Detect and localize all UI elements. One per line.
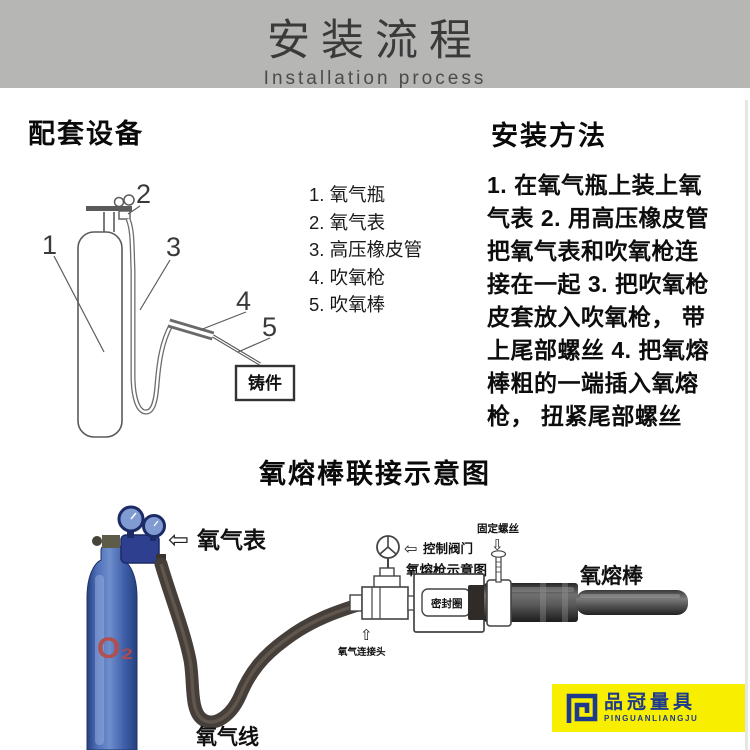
page-title: 安装流程 xyxy=(267,17,483,65)
callout-2: 2 xyxy=(136,179,151,209)
connection-diagram: O₂ ⇦ 氧气表 氧气线 ⇦ 控制阀门 氧熔枪示意图 xyxy=(86,505,688,750)
page-subtitle: Installation process xyxy=(263,68,487,89)
gun-left-fitting xyxy=(361,586,409,620)
oxygen-rod-label: 氧熔棒 xyxy=(580,564,644,588)
fixing-screw-pin xyxy=(495,555,502,583)
oxygen-bottle-outline xyxy=(77,231,123,438)
control-valve-label: 控制阀门 xyxy=(423,541,473,556)
installation-steps: 1. 在氧气瓶上装上氧气表 2. 用高压橡皮管把氧气表和吹氧枪连接在一起 3. … xyxy=(487,172,709,429)
header-banner: 安装流程 Installation process xyxy=(0,0,750,89)
rod-highlight xyxy=(580,594,680,598)
oxygen-rod-thin xyxy=(576,590,688,615)
workpiece-label: 铸件 xyxy=(248,373,282,393)
cylinder-valve xyxy=(102,535,120,548)
gun-inlet-nub xyxy=(349,594,363,612)
oxygen-hose xyxy=(154,557,371,729)
wheel-spoke xyxy=(387,546,397,555)
leader-line xyxy=(139,259,171,311)
gauge-stem xyxy=(127,530,134,538)
gauge-dial-icon xyxy=(113,196,125,208)
brand-name: 品冠量具 xyxy=(604,692,697,713)
oxygen-connector-label: 氧气连接头 xyxy=(337,646,386,658)
fixing-screw-cap xyxy=(490,550,507,558)
regulator-body xyxy=(120,534,160,564)
wheel-spoke xyxy=(379,546,389,555)
rod-butt-collar xyxy=(468,585,485,620)
gauge-dial-icon xyxy=(123,194,135,206)
down-arrow-icon: ⇩ xyxy=(491,537,504,554)
list-item: 2. 氧气表 xyxy=(309,211,386,233)
fixing-clamp xyxy=(486,579,512,627)
connection-diagram-title: 氧熔棒联接示意图 xyxy=(259,459,491,489)
brand-logo: 品冠量具 PINGUANLIANGJU xyxy=(552,684,746,732)
leader-line xyxy=(199,311,247,331)
valve-wheel-icon xyxy=(92,536,102,546)
brand-logo-text: 品冠量具 PINGUANLIANGJU xyxy=(604,693,698,723)
equipment-section-title: 配套设备 xyxy=(28,119,144,149)
blow-gun-core xyxy=(168,321,214,338)
list-item: 1. 氧气瓶 xyxy=(309,184,386,205)
page-edge-shadow xyxy=(745,100,748,750)
left-arrow-icon: ⇦ xyxy=(168,526,189,554)
left-arrow-icon: ⇦ xyxy=(404,541,417,558)
callout-5: 5 xyxy=(262,312,277,342)
fixing-screw-label: 固定螺丝 xyxy=(477,522,519,535)
list-item: 3. 高压橡皮管 xyxy=(309,239,423,260)
leader-line xyxy=(237,337,271,353)
hose-highlight xyxy=(159,563,365,724)
cylinder-highlight xyxy=(95,575,104,745)
sealing-ring-label: 密封圈 xyxy=(431,597,463,610)
blow-rod-core xyxy=(212,335,261,365)
leader-line xyxy=(127,205,141,215)
hose-line-core xyxy=(126,218,173,414)
regulator-fitting xyxy=(118,210,131,220)
brand-logo-icon xyxy=(566,693,598,723)
gauge-needle xyxy=(130,512,137,520)
oxygen-gauge-label: 氧气表 xyxy=(196,527,267,553)
cylinder-o2-marking: O₂ xyxy=(97,632,134,665)
brand-name-romanized: PINGUANLIANGJU xyxy=(604,714,699,723)
callout-1: 1 xyxy=(42,230,57,260)
callout-3: 3 xyxy=(166,232,181,262)
leader-line xyxy=(53,255,105,353)
list-item: 5. 吹氧棒 xyxy=(309,294,386,315)
workpiece-box xyxy=(234,364,296,402)
method-section-title: 安装方法 xyxy=(491,121,607,151)
up-arrow-icon: ⇧ xyxy=(360,627,373,644)
rod-groove xyxy=(540,583,546,622)
callout-4: 4 xyxy=(236,286,251,316)
valve-bar xyxy=(86,206,132,211)
gauge-needle xyxy=(153,520,159,527)
equipment-line-diagram: 铸件 1 2 3 4 5 xyxy=(42,179,296,438)
list-item: 4. 吹氧枪 xyxy=(309,266,386,288)
equipment-list: 1. 氧气瓶 2. 氧气表 3. 高压橡皮管 4. 吹氧枪 5. 吹氧棒 xyxy=(309,181,422,319)
rod-groove xyxy=(562,583,568,622)
hose-line xyxy=(125,217,174,415)
oxygen-line-label: 氧气线 xyxy=(196,725,259,749)
